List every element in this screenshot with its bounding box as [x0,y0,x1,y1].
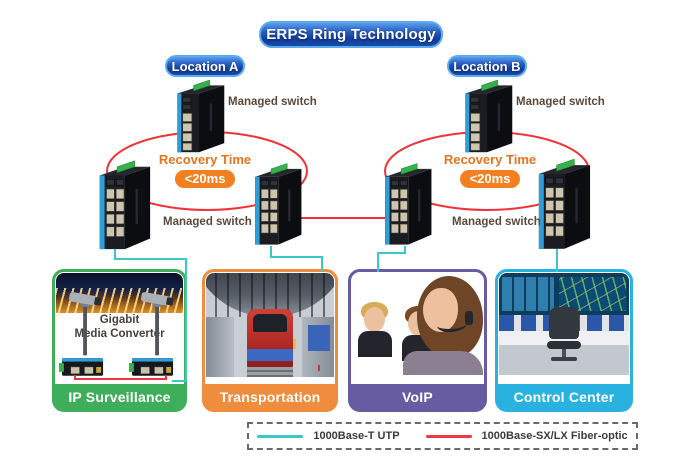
person-head [364,307,385,332]
recovery-time-callout-b: Recovery Time <20ms [430,152,550,188]
platform-left [206,317,234,377]
legend-fiber-label: 1000Base-SX/LX Fiber-optic [481,430,628,442]
legend-fiber-line [425,434,472,438]
office-chair [547,307,581,367]
train-station-photo [206,273,334,377]
location-b-label: Location B [447,55,527,77]
managed-switch-top-b [465,80,513,153]
panel-label: VoIP [351,384,484,409]
control-room-photo [499,273,629,375]
managed-switch-label: Managed switch [163,216,252,228]
ip-camera [140,292,174,356]
managed-switch-top-a [177,80,225,153]
managed-switch-label: Managed switch [516,96,605,108]
headset-earpiece [465,311,473,325]
operator-shoulder [403,351,483,375]
recovery-time-label: Recovery Time [443,152,537,167]
media-converter [129,357,174,377]
call-center-photo [352,273,483,375]
managed-switch-label: Managed switch [452,216,541,228]
operator-person [358,299,392,357]
panel-ip-surveillance: Gigabit Media Converter IP Surveillance [52,269,187,412]
media-converter-label-line1: Gigabit [99,314,140,326]
media-converter [59,357,104,377]
recovery-time-callout-a: Recovery Time <20ms [145,152,265,188]
panel-label: IP Surveillance [55,384,184,409]
location-a-label: Location A [165,55,245,77]
panel-voip: VoIP [348,269,487,412]
panel-label: Control Center [498,384,630,409]
headset-mic-boom [437,317,467,332]
red-train [247,309,293,367]
legend-box: 1000Base-T UTP 1000Base-SX/LX Fiber-opti… [247,422,638,450]
chair-pole [562,349,566,357]
ip-camera [68,292,102,356]
recovery-time-value: <20ms [174,170,236,188]
legend-utp-label: 1000Base-T UTP [313,430,400,442]
panel-label: Transportation [205,384,335,409]
managed-switch-ring-b-left [384,163,432,245]
person-torso [358,331,392,357]
cctv-grid-screen [501,277,554,311]
map-screen [558,277,627,311]
chair-seat [547,341,581,349]
platform-kiosk [308,325,330,351]
train-track [246,365,294,377]
recovery-time-value: <20ms [459,170,521,188]
page-title: ERPS Ring Technology [259,21,443,48]
legend-utp-line [257,434,304,438]
recovery-time-label: Recovery Time [158,152,252,167]
managed-switch-label: Managed switch [228,96,317,108]
chair-back [549,307,579,339]
chair-base [551,357,577,361]
panel-transportation: Transportation [202,269,338,412]
panel-control-center: Control Center [495,269,633,412]
